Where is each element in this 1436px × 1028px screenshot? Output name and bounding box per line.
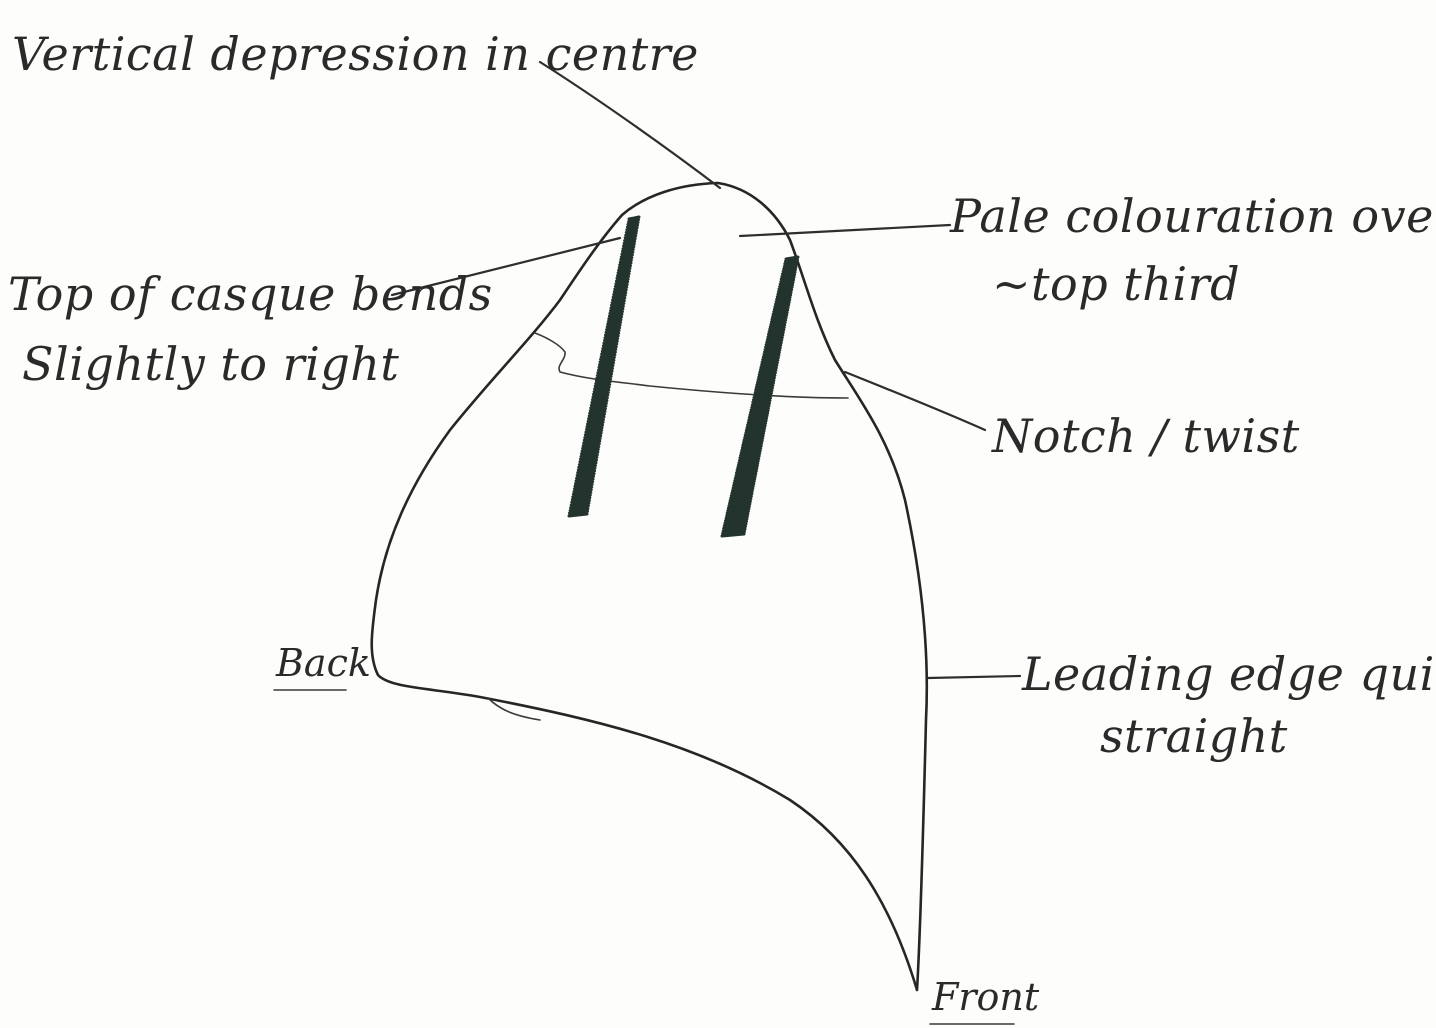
stripe-hatch-mark [722, 534, 744, 536]
label-back: Back [275, 641, 371, 685]
label-top-bends-2: Slightly to right [22, 337, 399, 391]
leader-leading-edge [928, 676, 1020, 678]
label-front: Front [931, 975, 1040, 1019]
label-pale-colouration-1: Pale colouration over [949, 189, 1436, 243]
label-pale-colouration-2: ~top third [992, 257, 1240, 311]
label-leading-edge-1: Leading edge quite [1021, 647, 1436, 701]
label-leading-edge-2: straight [1100, 709, 1288, 763]
leader-notch-twist [845, 372, 985, 430]
label-notch-twist: Notch / twist [991, 409, 1300, 463]
leader-pale-colouration [740, 225, 950, 236]
label-vertical-depression: Vertical depression in centre [12, 27, 699, 81]
stripe-hatch-mark [569, 514, 587, 516]
label-top-bends-1: Top of casque bends [8, 267, 493, 321]
dark-stripe-left [569, 217, 639, 516]
pale-colouration-boundary [535, 333, 848, 398]
